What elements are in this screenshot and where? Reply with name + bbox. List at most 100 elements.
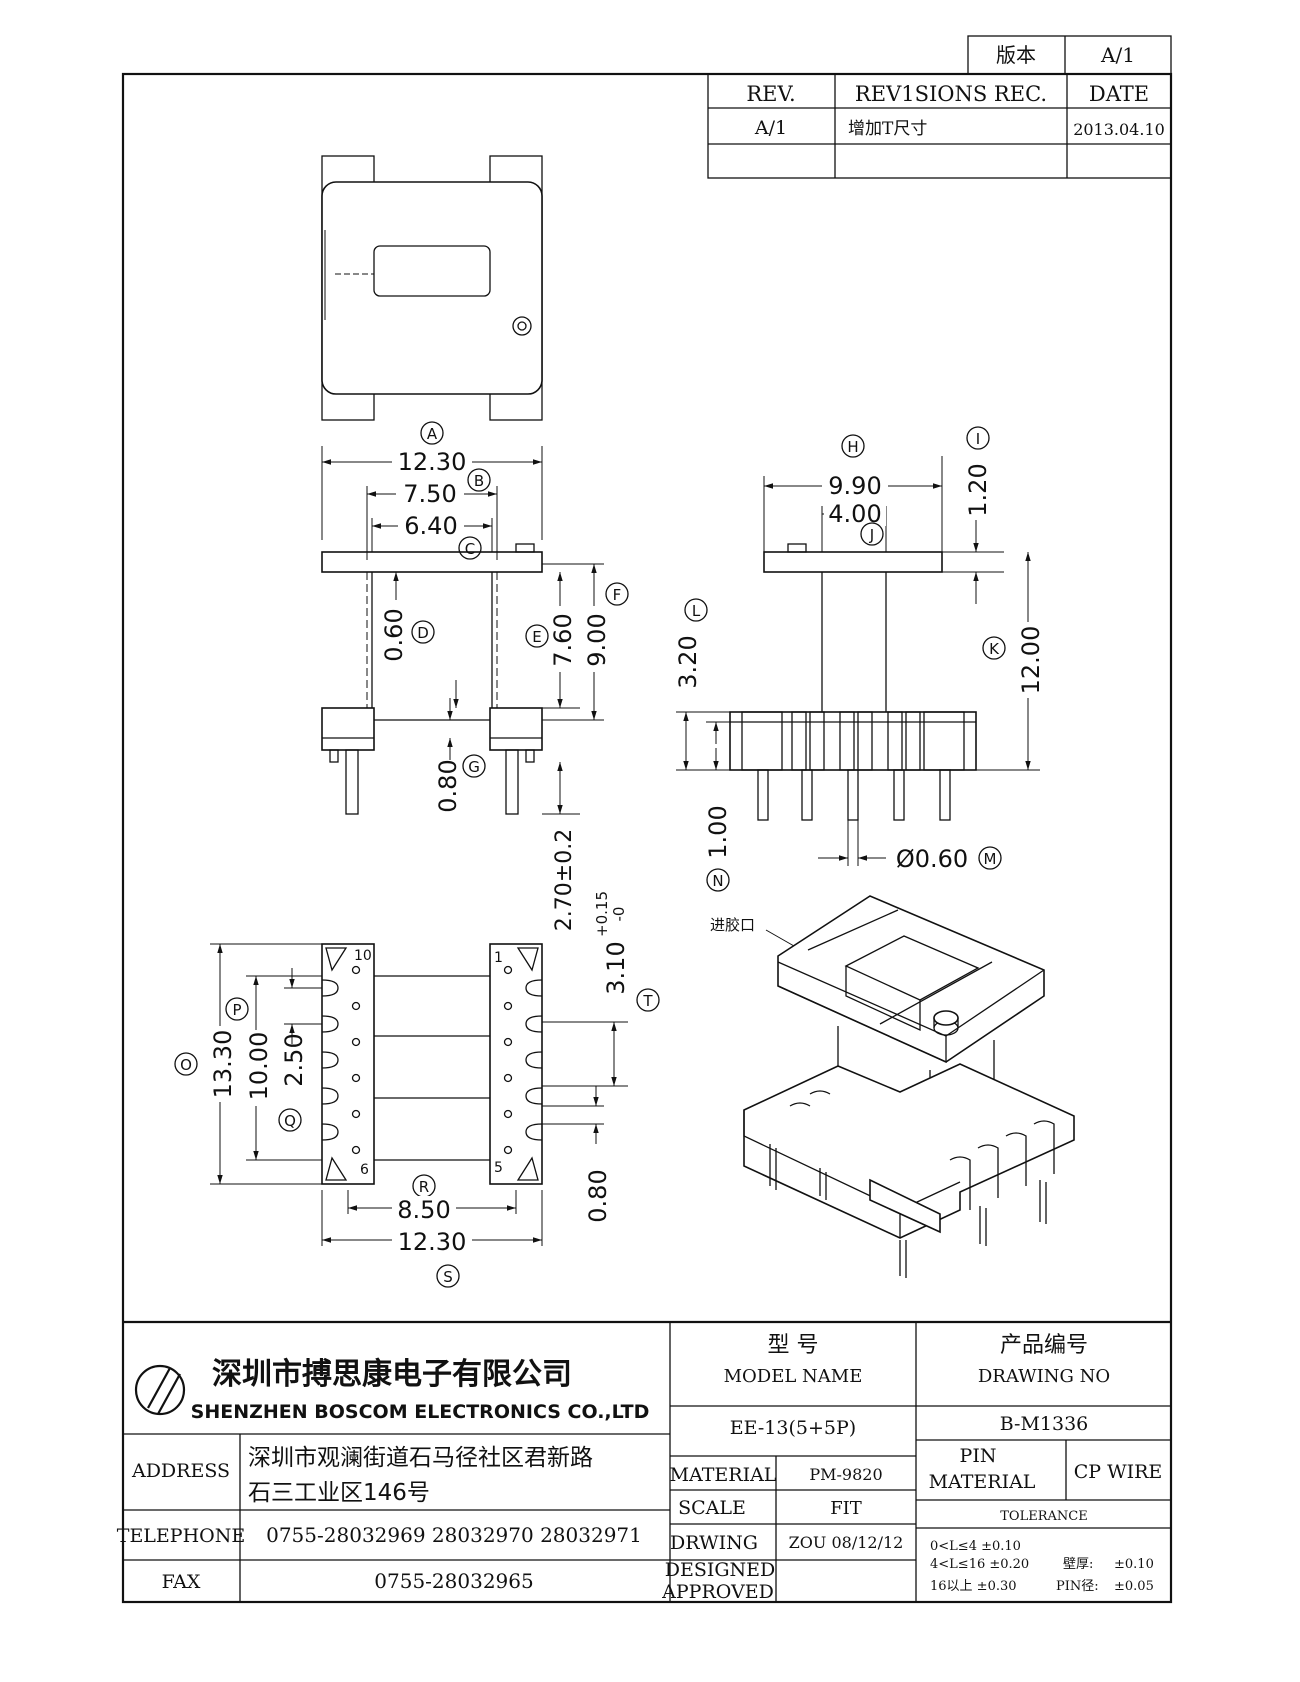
- company-name-en: SHENZHEN BOSCOM ELECTRONICS CO.,LTD: [191, 1401, 650, 1423]
- balloon-s-label: S: [443, 1268, 453, 1286]
- balloon-r-label: R: [419, 1178, 429, 1196]
- rec-header: REV1SIONS REC.: [855, 82, 1047, 106]
- pin-material-label: MATERIAL: [929, 1471, 1036, 1493]
- material-label: MATERIAL: [670, 1464, 777, 1486]
- dim-j-value: 4.00: [828, 500, 881, 528]
- date-cell: 2013.04.10: [1073, 120, 1165, 139]
- dim-k-value: 12.00: [1017, 626, 1045, 695]
- dim-f-value: 9.00: [583, 613, 611, 666]
- dim-bottom-gap: 0.80: [584, 1169, 612, 1222]
- approved-label: APPROVED: [661, 1581, 774, 1603]
- dim-t-tol-plus: +0.15: [593, 891, 611, 937]
- front-view-dims: A 12.30 B 7.50 6.40 C 0.60 D 7.60 9.00 E: [321, 421, 629, 931]
- balloon-c-label: C: [465, 540, 475, 558]
- dim-b-value: 7.50: [403, 480, 456, 508]
- balloon-k-label: K: [989, 640, 1000, 658]
- wall-value: ±0.10: [1114, 1557, 1154, 1572]
- balloon-t-label: T: [642, 992, 653, 1010]
- fax-label: FAX: [162, 1571, 201, 1593]
- balloon-e-label: E: [532, 628, 541, 646]
- balloon-f-label: F: [613, 586, 622, 604]
- fax-value: 0755-28032965: [374, 1569, 533, 1593]
- dim-c-value: 6.40: [404, 512, 457, 540]
- pin-10-label: 10: [354, 948, 372, 964]
- dim-s-value: 12.30: [398, 1228, 467, 1256]
- pin-5-label: 5: [494, 1160, 503, 1176]
- drwing-label: DRWING: [670, 1532, 758, 1554]
- dim-l-value: 3.20: [674, 635, 702, 688]
- pin-6-label: 6: [360, 1162, 369, 1178]
- dim-d-value: 0.60: [380, 608, 408, 661]
- version-value: A/1: [1100, 43, 1135, 67]
- tolerance-line1: 0<L≤4 ±0.10: [930, 1539, 1021, 1554]
- dim-e-value: 7.60: [549, 613, 577, 666]
- balloon-q-label: Q: [284, 1112, 296, 1130]
- drawing-no-value: B-M1336: [1000, 1413, 1089, 1435]
- tolerance-label: TOLERANCE: [1000, 1509, 1087, 1524]
- balloon-b-label: B: [474, 472, 484, 490]
- dim-a-value: 12.30: [398, 448, 467, 476]
- version-box: 版本 A/1: [967, 35, 1172, 75]
- side-view-dims: H 9.90 4.00 J 1.20 I 12.00 K 3.20 L 1.00: [674, 426, 1045, 892]
- material-value: PM-9820: [809, 1465, 882, 1484]
- balloon-o-label: O: [180, 1056, 192, 1074]
- drwing-value: ZOU 08/12/12: [789, 1533, 904, 1552]
- pin-label: PIN: [960, 1445, 997, 1467]
- balloon-m-label: M: [984, 850, 997, 868]
- bottom-view-dims: 13.30 O 10.00 P 2.50 Q R 8.50 12.30 S: [174, 891, 660, 1288]
- balloon-n-label: N: [712, 872, 723, 890]
- pin-dia-label: PIN径:: [1056, 1579, 1099, 1594]
- address-line2: 石三工业区146号: [248, 1480, 430, 1506]
- sheet-border: [121, 72, 1173, 1604]
- title-block: 深圳市搏思康电子有限公司 SHENZHEN BOSCOM ELECTRONICS…: [117, 1320, 1171, 1603]
- rev-header: REV.: [746, 82, 795, 106]
- dim-g-value: 0.80: [434, 759, 462, 812]
- dim-r-value: 8.50: [397, 1196, 450, 1224]
- rev-cell: A/1: [754, 117, 787, 139]
- dim-pin-length: 2.70±0.2: [552, 829, 577, 931]
- dim-q-value: 2.50: [280, 1033, 308, 1086]
- pin-material-value: CP WIRE: [1074, 1461, 1163, 1483]
- pin-dia-value: ±0.05: [1114, 1579, 1154, 1594]
- dim-t-value: 3.10: [602, 941, 630, 994]
- bottom-view: 10 1 6 5: [321, 943, 543, 1185]
- balloon-p-label: P: [232, 1001, 241, 1019]
- company-name-cn: 深圳市搏思康电子有限公司: [212, 1357, 572, 1392]
- revision-table: REV. REV1SIONS REC. DATE A/1 增加T尺寸 2013.…: [707, 73, 1172, 179]
- tolerance-line2: 4<L≤16 ±0.20: [930, 1557, 1029, 1572]
- designed-label: DESIGNED: [665, 1559, 776, 1581]
- balloon-g-label: G: [468, 758, 480, 776]
- dim-t-tol-minus: -0: [610, 907, 628, 922]
- balloon-i-label: I: [976, 430, 980, 448]
- balloon-h-label: H: [847, 438, 858, 456]
- dim-h-value: 9.90: [828, 472, 881, 500]
- company-logo: [134, 1364, 186, 1416]
- drawing-no-cn: 产品编号: [1000, 1333, 1088, 1358]
- dim-p-value: 10.00: [245, 1032, 273, 1101]
- gate-note: 进胶口: [710, 916, 755, 934]
- dim-n-value: 1.00: [704, 805, 732, 858]
- telephone-value: 0755-28032969 28032970 28032971: [266, 1523, 642, 1547]
- address-line1: 深圳市观澜街道石马径社区君新路: [248, 1445, 593, 1471]
- address-label: ADDRESS: [131, 1460, 230, 1482]
- dim-i-value: 1.20: [964, 463, 992, 516]
- drawing-no-en: DRAWING NO: [978, 1366, 1110, 1387]
- rec-cell: 增加T尺寸: [848, 119, 927, 139]
- scale-value: FIT: [830, 1498, 862, 1519]
- dim-o-value: 13.30: [209, 1030, 237, 1099]
- scale-label: SCALE: [678, 1497, 746, 1519]
- wall-label: 壁厚:: [1063, 1557, 1093, 1572]
- side-view: [729, 543, 977, 821]
- balloon-d-label: D: [417, 624, 429, 642]
- model-value: EE-13(5+5P): [730, 1417, 856, 1439]
- version-label: 版本: [996, 43, 1036, 67]
- pin-1-label: 1: [494, 950, 503, 966]
- balloon-a: [420, 421, 444, 445]
- model-name-en: MODEL NAME: [724, 1366, 863, 1387]
- telephone-label: TELEPHONE: [117, 1525, 245, 1547]
- tolerance-line3: 16以上 ±0.30: [930, 1579, 1017, 1594]
- top-view: [321, 155, 543, 421]
- isometric-view: 进胶口: [710, 895, 1075, 1278]
- front-view: [321, 543, 543, 815]
